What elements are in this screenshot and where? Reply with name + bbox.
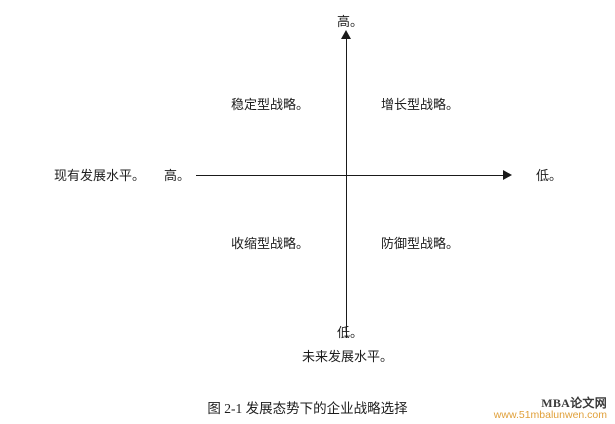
vertical-axis-bottom-label: 低。 [337,325,364,340]
quadrant-label-top-right: 增长型战略。 [381,97,460,112]
horizontal-axis-right-label: 低。 [536,168,563,183]
watermark-title: MBA论文网 [541,396,607,410]
horizontal-axis-arrow-icon [503,170,512,180]
horizontal-axis-line [196,175,507,176]
figure-caption: 图 2-1 发展态势下的企业战略选择 [207,401,408,416]
horizontal-axis-name-label: 现有发展水平。 [54,168,146,183]
vertical-axis-top-label: 高。 [337,14,364,29]
bottom-axis-title-label: 未来发展水平。 [302,349,394,364]
quadrant-label-top-left: 稳定型战略。 [231,97,310,112]
watermark-url: www.51mbalunwen.com [493,409,607,421]
vertical-axis-arrow-icon [341,30,351,39]
quadrant-label-bottom-left: 收缩型战略。 [231,236,310,251]
quadrant-label-bottom-right: 防御型战略。 [381,236,460,251]
horizontal-axis-left-label: 高。 [164,168,191,183]
vertical-axis-line [346,36,347,338]
